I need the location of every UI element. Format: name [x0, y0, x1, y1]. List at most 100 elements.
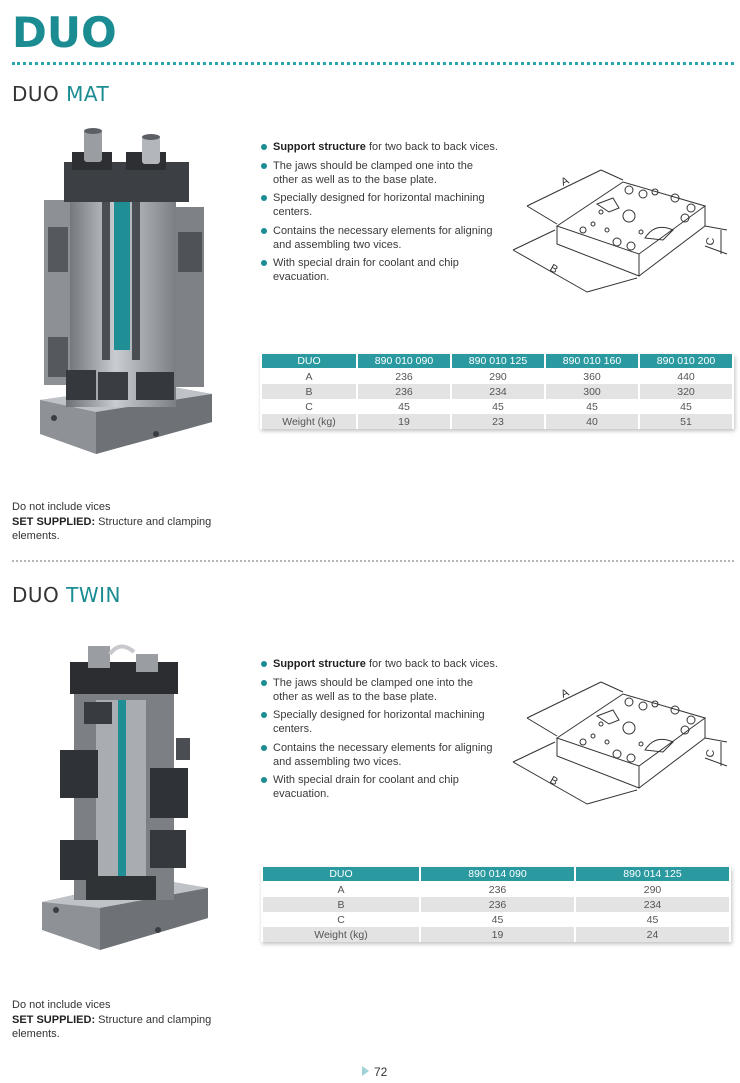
feature-item: Support structure for two back to back v…: [261, 140, 501, 154]
page-number-text: 72: [374, 1065, 388, 1079]
table-row: A 236 290: [263, 882, 729, 897]
table-cell: 45: [640, 399, 732, 414]
section-title-duo-mat: DUO MAT: [12, 82, 109, 106]
spec-table-duo-twin: DUO 890 014 090 890 014 125 A 236 290 B …: [261, 867, 731, 942]
table-row: B 236 234 300 320: [262, 384, 732, 399]
set-supplied-label: SET SUPPLIED:: [12, 1013, 96, 1026]
table-row: Weight (kg) 19 24: [263, 927, 729, 942]
set-supplied-text: SET SUPPLIED: Structure and clamping ele…: [12, 1013, 212, 1041]
set-supplied-label: SET SUPPLIED:: [12, 515, 96, 528]
section-title-prefix: DUO: [12, 583, 60, 607]
dimension-a-label: A: [559, 686, 571, 700]
triangle-right-icon: [362, 1066, 369, 1076]
feature-item: The jaws should be clamped one into the …: [261, 676, 501, 704]
feature-item: With special drain for coolant and chip …: [261, 773, 501, 801]
feature-item: With special drain for coolant and chip …: [261, 256, 501, 284]
notes-duo-mat: Do not include vices SET SUPPLIED: Struc…: [12, 500, 212, 544]
table-cell: 290: [452, 369, 544, 384]
header-divider: [12, 62, 734, 65]
table-header-row: DUO 890 014 090 890 014 125: [263, 867, 729, 882]
dimension-b-label: B: [548, 262, 560, 276]
dimension-a-label: A: [559, 174, 571, 188]
table-cell: 40: [546, 414, 638, 429]
table-cell: Weight (kg): [263, 927, 419, 942]
base-plate-drawing: A B C: [512, 681, 728, 805]
table-header-cell: 890 014 125: [576, 867, 729, 882]
table-cell: 45: [452, 399, 544, 414]
section-title-duo-twin: DUO TWIN: [12, 583, 121, 607]
duo-mat-vise-photo: [40, 128, 212, 454]
table-cell: 236: [421, 882, 574, 897]
bullet-icon: [261, 144, 267, 150]
bullet-icon: [261, 679, 267, 686]
feature-item: Specially designed for horizontal machin…: [261, 191, 501, 219]
section-title-prefix: DUO: [12, 82, 60, 106]
dimension-b-label: B: [548, 774, 560, 788]
table-cell: 19: [358, 414, 450, 429]
table-cell: 360: [546, 369, 638, 384]
table-cell: C: [262, 399, 356, 414]
table-cell: 23: [452, 414, 544, 429]
table-cell: 45: [421, 912, 574, 927]
table-row: A 236 290 360 440: [262, 369, 732, 384]
page-title: DUO: [12, 8, 117, 57]
base-plate-drawing: A B C: [512, 169, 728, 293]
set-supplied-text: SET SUPPLIED: Structure and clamping ele…: [12, 515, 212, 543]
table-header-cell: 890 014 090: [421, 867, 574, 882]
table-header-cell: DUO: [262, 354, 356, 369]
table-cell: 45: [358, 399, 450, 414]
bullet-icon: [261, 777, 267, 783]
table-cell: 236: [358, 384, 450, 399]
note-text: Do not include vices: [12, 999, 111, 1011]
features-list-duo-mat: Support structure for two back to back v…: [261, 140, 501, 289]
section-title-accent: TWIN: [66, 583, 121, 607]
notes-duo-twin: Do not include vices SET SUPPLIED: Struc…: [12, 998, 212, 1042]
dimension-c-label: C: [704, 749, 717, 759]
table-cell: A: [263, 882, 419, 897]
bullet-icon: [261, 712, 267, 718]
dimension-c-label: C: [704, 237, 717, 247]
feature-item: Contains the necessary elements for alig…: [261, 224, 501, 252]
bullet-icon: [261, 661, 267, 667]
table-cell: 236: [358, 369, 450, 384]
table-header-cell: 890 010 125: [452, 354, 544, 369]
section-divider: [12, 560, 734, 562]
table-header-row: DUO 890 010 090 890 010 125 890 010 160 …: [262, 354, 732, 369]
table-cell: 236: [421, 897, 574, 912]
section-title-accent: MAT: [66, 82, 110, 106]
table-cell: 45: [576, 912, 729, 927]
table-cell: 45: [546, 399, 638, 414]
table-cell: A: [262, 369, 356, 384]
table-row: C 45 45: [263, 912, 729, 927]
table-cell: 300: [546, 384, 638, 399]
table-cell: 440: [640, 369, 732, 384]
table-cell: 290: [576, 882, 729, 897]
table-row: C 45 45 45 45: [262, 399, 732, 414]
features-list-duo-twin: Support structure for two back to back v…: [261, 657, 501, 806]
feature-item: Contains the necessary elements for alig…: [261, 741, 501, 769]
table-cell: Weight (kg): [262, 414, 356, 429]
table-cell: 19: [421, 927, 574, 942]
table-cell: 234: [452, 384, 544, 399]
spec-table-duo-mat: DUO 890 010 090 890 010 125 890 010 160 …: [260, 354, 734, 429]
feature-item: The jaws should be clamped one into the …: [261, 159, 501, 187]
table-row: B 236 234: [263, 897, 729, 912]
page-number: 72: [362, 1065, 387, 1079]
table-cell: B: [262, 384, 356, 399]
table-header-cell: 890 010 160: [546, 354, 638, 369]
duo-twin-vise-photo: [42, 644, 208, 950]
feature-item: Support structure for two back to back v…: [261, 657, 501, 671]
table-header-cell: DUO: [263, 867, 419, 882]
table-cell: 234: [576, 897, 729, 912]
table-cell: 24: [576, 927, 729, 942]
table-cell: B: [263, 897, 419, 912]
note-text: Do not include vices: [12, 501, 111, 513]
table-header-cell: 890 010 090: [358, 354, 450, 369]
table-cell: 51: [640, 414, 732, 429]
bullet-icon: [261, 162, 267, 169]
bullet-icon: [261, 195, 267, 201]
bullet-icon: [261, 227, 267, 234]
bullet-icon: [261, 260, 267, 266]
table-cell: 320: [640, 384, 732, 399]
table-header-cell: 890 010 200: [640, 354, 732, 369]
